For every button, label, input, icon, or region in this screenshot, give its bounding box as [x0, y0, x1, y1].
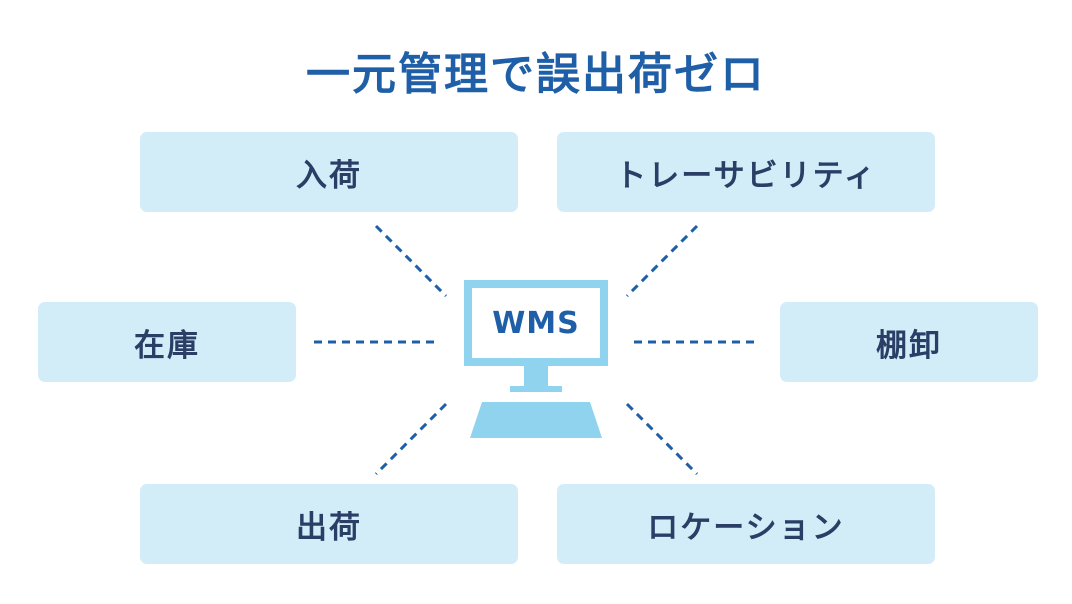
computer-icon — [470, 366, 602, 438]
node-tanaoroshi: 棚卸 — [780, 302, 1038, 382]
monitor-icon: WMS — [464, 280, 608, 366]
connector-traceability — [625, 224, 699, 298]
node-location: ロケーション — [557, 484, 935, 564]
node-shukka: 出荷 — [140, 484, 518, 564]
connector-nyuka — [374, 224, 448, 298]
monitor-neck — [524, 366, 548, 388]
node-nyuka: 入荷 — [140, 132, 518, 212]
node-zaiko: 在庫 — [38, 302, 296, 382]
diagram-title: 一元管理で誤出荷ゼロ — [306, 49, 766, 100]
wms-label: WMS — [472, 288, 600, 358]
node-traceability: トレーサビリティ — [557, 132, 935, 212]
keyboard — [470, 402, 602, 438]
connector-location — [625, 402, 699, 476]
monitor-stand — [510, 386, 562, 392]
connector-shukka — [374, 402, 448, 476]
